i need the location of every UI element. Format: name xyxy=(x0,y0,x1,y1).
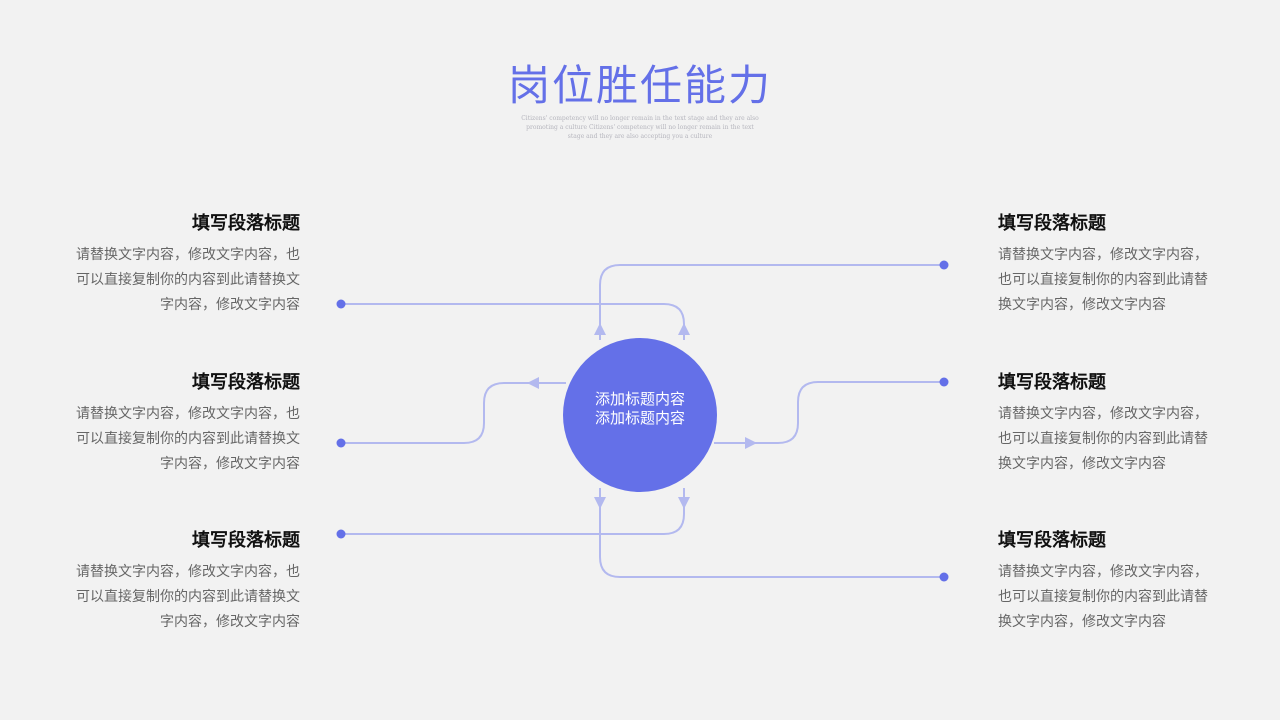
dot-mid-right xyxy=(939,377,949,387)
item-title: 填写段落标题 xyxy=(192,372,300,393)
center-circle xyxy=(563,338,717,492)
item-block-bottom-left: 填写段落标题 请替换文字内容，修改文字内容，也可以直接复制你的内容到此请替换文字… xyxy=(40,528,300,635)
connector-mid-left xyxy=(341,382,566,444)
item-text: 请替换文字内容，修改文字内容，也可以直接复制你的内容到此请替换文字内容，修改文字… xyxy=(998,564,1208,630)
dot-top-right xyxy=(939,260,949,270)
arrow-down-icon xyxy=(594,497,606,509)
dot-mid-left xyxy=(336,438,346,448)
item-block-mid-left: 填写段落标题 请替换文字内容，修改文字内容，也可以直接复制你的内容到此请替换文字… xyxy=(40,370,300,477)
arrow-up-icon xyxy=(678,323,690,335)
item-text: 请替换文字内容，修改文字内容，也可以直接复制你的内容到此请替换文字内容，修改文字… xyxy=(998,247,1208,313)
dot-bottom-right xyxy=(939,572,949,582)
arrow-left-icon xyxy=(527,377,539,389)
connector-bottom-right xyxy=(599,488,944,578)
connector-top-left xyxy=(341,303,685,340)
item-text: 请替换文字内容，修改文字内容，也可以直接复制你的内容到此请替换文字内容，修改文字… xyxy=(998,406,1208,472)
arrow-down-icon xyxy=(678,497,690,509)
page-subtitle: Citizens' competency will no longer rema… xyxy=(521,115,759,140)
connector-bottom-left xyxy=(341,488,685,535)
dot-bottom-left xyxy=(336,529,346,539)
connector-top-right xyxy=(599,264,944,340)
item-text: 请替换文字内容，修改文字内容，也可以直接复制你的内容到此请替换文字内容，修改文字… xyxy=(76,564,300,630)
item-title: 填写段落标题 xyxy=(998,530,1106,551)
page-title: 岗位胜任能力 xyxy=(507,61,772,110)
arrow-right-icon xyxy=(745,437,757,449)
center-label: 添加标题内容添加标题内容 xyxy=(594,390,685,427)
item-block-bottom-right: 填写段落标题 请替换文字内容，修改文字内容，也可以直接复制你的内容到此请替换文字… xyxy=(998,528,1258,635)
item-block-mid-right: 填写段落标题 请替换文字内容，修改文字内容，也可以直接复制你的内容到此请替换文字… xyxy=(998,370,1258,477)
item-title: 填写段落标题 xyxy=(192,530,300,551)
item-title: 填写段落标题 xyxy=(998,372,1106,393)
item-block-top-left: 填写段落标题 请替换文字内容，修改文字内容，也可以直接复制你的内容到此请替换文字… xyxy=(40,211,300,318)
item-block-top-right: 填写段落标题 请替换文字内容，修改文字内容，也可以直接复制你的内容到此请替换文字… xyxy=(998,211,1258,318)
item-text: 请替换文字内容，修改文字内容，也可以直接复制你的内容到此请替换文字内容，修改文字… xyxy=(76,247,300,313)
item-title: 填写段落标题 xyxy=(192,213,300,234)
dot-top-left xyxy=(336,299,346,309)
connector-mid-right xyxy=(714,381,944,444)
item-title: 填写段落标题 xyxy=(998,213,1106,234)
arrow-up-icon xyxy=(594,323,606,335)
item-text: 请替换文字内容，修改文字内容，也可以直接复制你的内容到此请替换文字内容，修改文字… xyxy=(76,406,300,472)
